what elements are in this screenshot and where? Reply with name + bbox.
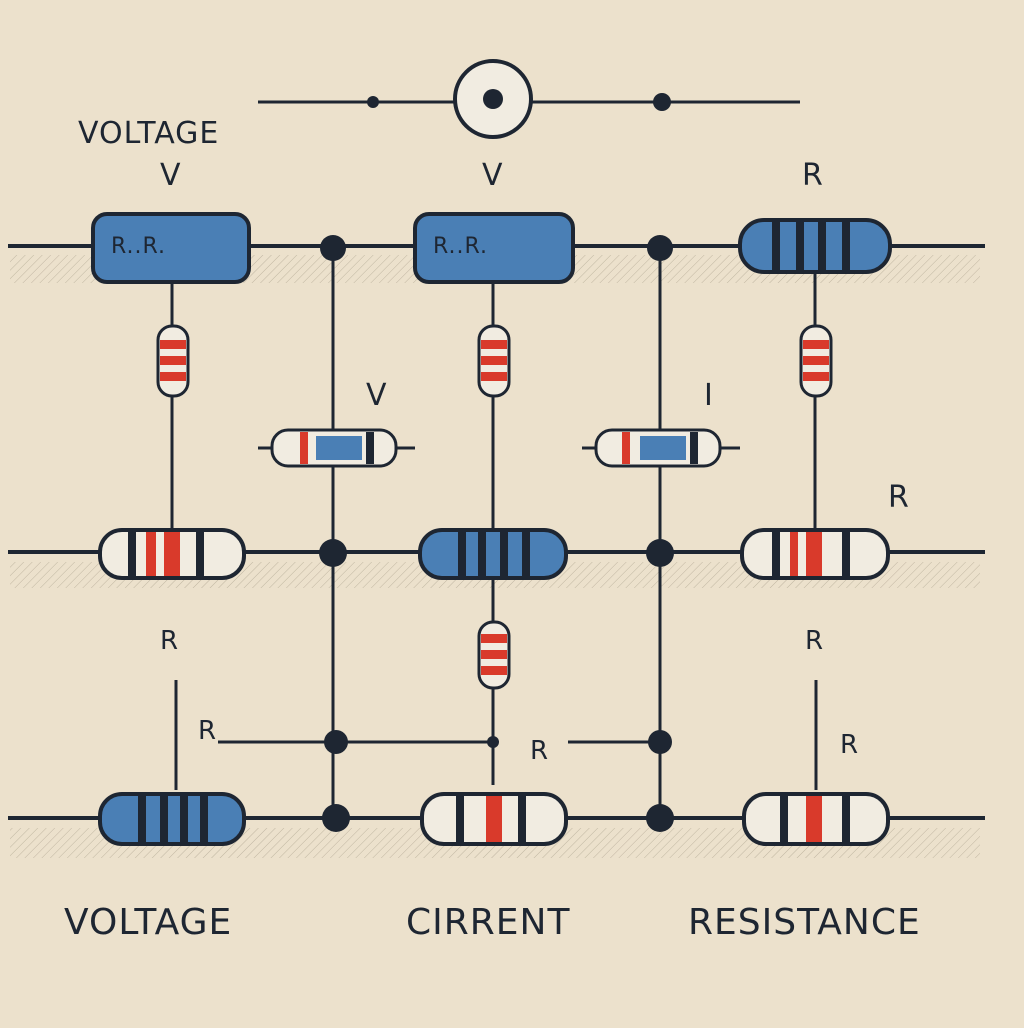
source-wire: [258, 59, 800, 139]
label-v-left: V: [160, 158, 182, 193]
bead-resistor-right: [799, 324, 833, 398]
resistor-top-center-label: R..R.: [433, 234, 488, 259]
resistor-bottom-center: [420, 792, 568, 846]
label-r-left-lower: R: [160, 626, 180, 656]
bead-resistor-left: [156, 324, 190, 398]
label-bottom-resistance: RESISTANCE: [688, 902, 921, 943]
label-r-right-inner: R: [840, 730, 860, 760]
label-voltage-top: VOLTAGE: [78, 116, 220, 151]
resistor-mid-right: [740, 528, 890, 580]
label-i-mid: I: [704, 378, 714, 413]
bead-resistor-center: [477, 324, 511, 398]
label-bottom-current: CIRRENT: [406, 902, 571, 943]
label-v-center: V: [482, 158, 504, 193]
junctions: [319, 235, 674, 832]
label-r-center-lower: R: [530, 736, 550, 766]
label-r-right-mid: R: [888, 480, 910, 515]
resistor-bottom-left: [98, 792, 246, 846]
resistor-bottom-right: [742, 792, 890, 846]
resistor-top-center: R..R.: [413, 212, 575, 284]
bead-resistor-center-lower: [477, 620, 511, 690]
resistor-mid-left: [98, 528, 246, 580]
resistor-mid-center: [418, 528, 568, 580]
label-r-left-inner: R: [198, 716, 218, 746]
side-resistor-v: [258, 428, 415, 468]
label-bottom-voltage: VOLTAGE: [64, 902, 233, 943]
resistor-top-left: R..R.: [91, 212, 251, 284]
label-v-mid: V: [366, 378, 388, 413]
label-r-right-lower: R: [805, 626, 825, 656]
side-resistor-i: [582, 428, 740, 468]
label-r-right-top: R: [802, 158, 824, 193]
resistor-top-left-label: R..R.: [111, 234, 166, 259]
resistor-top-right: [738, 218, 892, 274]
